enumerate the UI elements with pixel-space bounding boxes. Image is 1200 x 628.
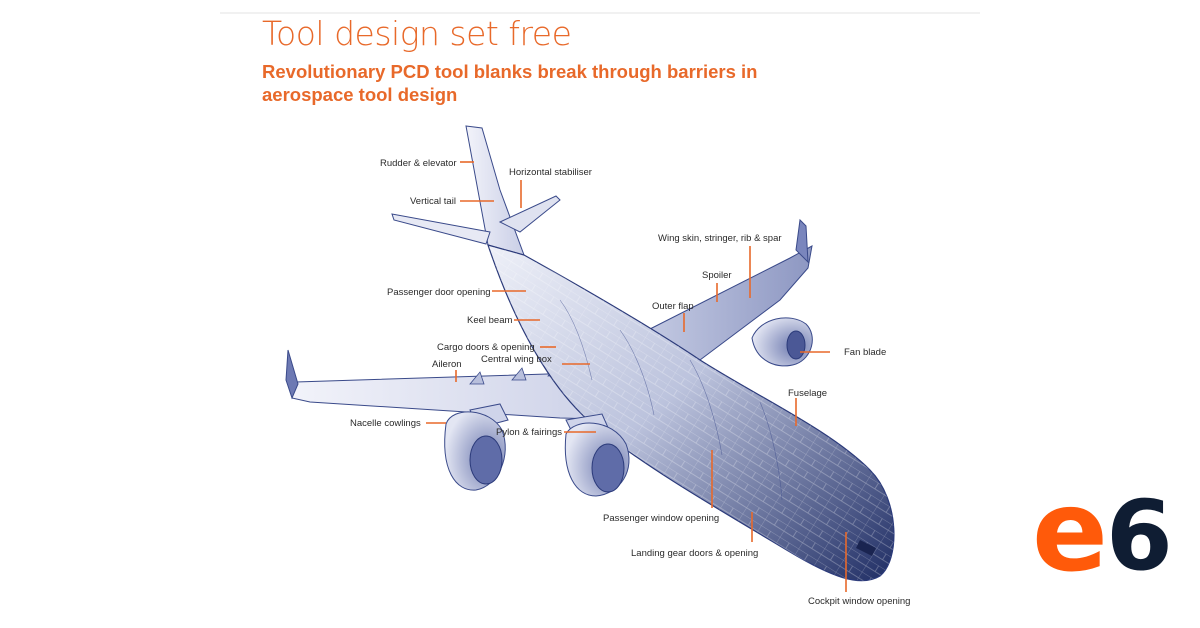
- label-cockpit-window: Cockpit window opening: [808, 596, 910, 607]
- label-wing-skin: Wing skin, stringer, rib & spar: [658, 233, 782, 244]
- left-winglet: [285, 349, 299, 400]
- page-title: Tool design set free: [262, 14, 572, 53]
- page-subtitle: Revolutionary PCD tool blanks break thro…: [262, 60, 782, 106]
- e6-logo: e 6: [1032, 476, 1182, 608]
- label-passenger-window: Passenger window opening: [603, 513, 719, 524]
- fuselage-frames: [559, 299, 783, 501]
- logo-digit: 6: [1106, 480, 1173, 592]
- label-horizontal-stabiliser: Horizontal stabiliser: [509, 167, 592, 178]
- label-rudder-elevator: Rudder & elevator: [380, 158, 457, 169]
- subtitle-line-1: Revolutionary PCD tool blanks break thro…: [262, 61, 758, 82]
- left-stabiliser-shape: [391, 213, 491, 245]
- aircraft-illustration: [285, 125, 895, 582]
- label-spoiler: Spoiler: [702, 270, 732, 281]
- label-landing-gear: Landing gear doors & opening: [631, 548, 758, 559]
- right-winglet: [795, 218, 809, 264]
- label-fuselage: Fuselage: [788, 388, 827, 399]
- logo-letter: e: [1032, 467, 1108, 597]
- label-outer-flap: Outer flap: [652, 301, 694, 312]
- inner-engine-intake: [591, 443, 625, 493]
- label-keel-beam: Keel beam: [467, 315, 513, 326]
- leader-lines: [426, 161, 847, 592]
- horizontal-stabiliser-shape: [498, 195, 561, 233]
- cockpit-windows: [856, 540, 876, 556]
- part-labels: Rudder & elevator Horizontal stabiliser …: [350, 158, 910, 607]
- subtitle-line-2: aerospace tool design: [262, 84, 458, 105]
- left-engine-intake: [469, 435, 503, 485]
- label-passenger-door: Passenger door opening: [387, 287, 491, 298]
- label-fan-blade: Fan blade: [844, 347, 886, 358]
- label-aileron: Aileron: [432, 359, 462, 370]
- right-engine-intake: [786, 330, 806, 360]
- header-divider: [220, 12, 980, 14]
- label-nacelle-cowlings: Nacelle cowlings: [350, 418, 421, 429]
- label-cargo-doors: Cargo doors & opening: [437, 342, 535, 353]
- label-pylon-fairings: Pylon & fairings: [496, 427, 562, 438]
- label-vertical-tail: Vertical tail: [410, 196, 456, 207]
- label-central-wing-box: Central wing box: [481, 354, 552, 365]
